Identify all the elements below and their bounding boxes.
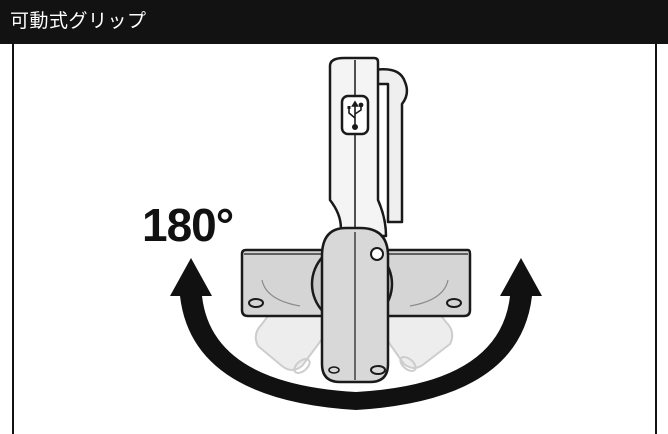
mount-clip: [372, 68, 409, 224]
rotation-diagram: [170, 56, 542, 410]
rotation-arrow: [170, 258, 542, 410]
right-border: [655, 44, 657, 434]
title-bar: 可動式グリップ: [0, 0, 668, 44]
front-grip: [320, 226, 390, 384]
page-title: 可動式グリップ: [10, 10, 147, 32]
arrow-head-right: [500, 258, 542, 296]
arrow-head-left: [170, 258, 212, 296]
left-border: [12, 44, 14, 434]
device-body: [328, 56, 388, 238]
rotation-angle-label: 180°: [142, 199, 234, 251]
usb-port: [340, 94, 370, 136]
usb-icon: [347, 100, 364, 131]
